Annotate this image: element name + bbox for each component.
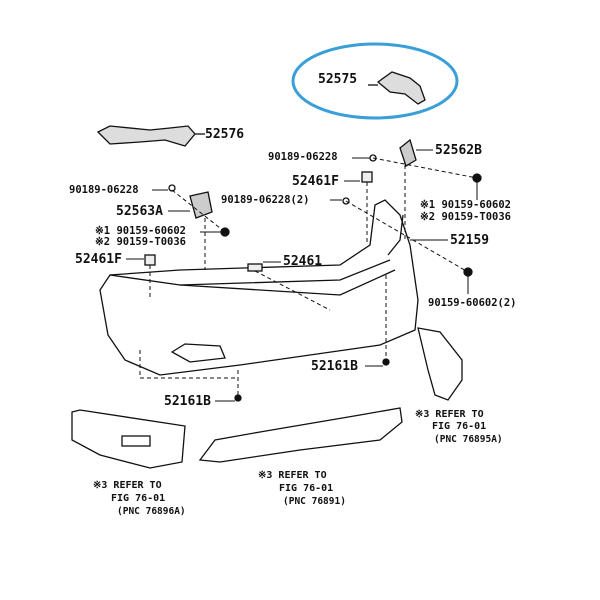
part-52575-retainer bbox=[376, 71, 426, 105]
part-label-52562b: 52562B bbox=[435, 143, 482, 158]
part-label-52576: 52576 bbox=[205, 127, 245, 142]
part-label-52161b-left: 52161B bbox=[164, 394, 211, 409]
part-label-left-note1: ※1 90159-60602 bbox=[95, 225, 186, 237]
reference-note-76896a-line2: FIG 76-01 bbox=[111, 493, 166, 504]
reference-note-76891-line1: ※3 REFER TO bbox=[258, 470, 327, 481]
part-label-left-note2: ※2 90159-T0036 bbox=[95, 236, 186, 248]
reference-note-76896a-line3: (PNC 76896A) bbox=[117, 506, 186, 517]
reference-note-76896a-line1: ※3 REFER TO bbox=[93, 480, 162, 491]
part-label-52161b-mid: 52161B bbox=[311, 359, 358, 374]
part-label-52461f-left: 52461F bbox=[75, 252, 122, 267]
left-reflector-cover bbox=[71, 409, 186, 469]
bumper-cover bbox=[99, 199, 419, 376]
reference-note-76895a-line3: (PNC 76895A) bbox=[434, 434, 503, 445]
part-label-52461f-right: 52461F bbox=[292, 174, 339, 189]
part-label-52575: 52575 bbox=[318, 72, 358, 87]
part-52576-retainer bbox=[96, 125, 196, 147]
right-reflector-cover bbox=[417, 327, 463, 401]
reference-note-76891-line3: (PNC 76891) bbox=[283, 496, 346, 507]
part-label-right-note2: ※2 90159-T0036 bbox=[420, 211, 511, 223]
part-label-clip-mid: 90189-06228(2) bbox=[221, 194, 310, 206]
part-label-52159: 52159 bbox=[450, 233, 490, 248]
part-label-clip-left: 90189-06228 bbox=[69, 184, 139, 196]
reference-note-76891-line2: FIG 76-01 bbox=[279, 483, 334, 494]
part-label-clip-top: 90189-06228 bbox=[268, 151, 338, 163]
reference-note-76895a-line2: FIG 76-01 bbox=[432, 421, 487, 432]
reference-note-76895a-line1: ※3 REFER TO bbox=[415, 409, 484, 420]
part-label-52563a: 52563A bbox=[116, 204, 163, 219]
part-label-screw-right: 90159-60602(2) bbox=[428, 297, 517, 309]
part-label-right-note1: ※1 90159-60602 bbox=[420, 199, 511, 211]
lower-diffuser bbox=[198, 407, 403, 463]
highlight-ellipse bbox=[291, 42, 459, 120]
part-label-52461: 52461 bbox=[283, 254, 323, 269]
